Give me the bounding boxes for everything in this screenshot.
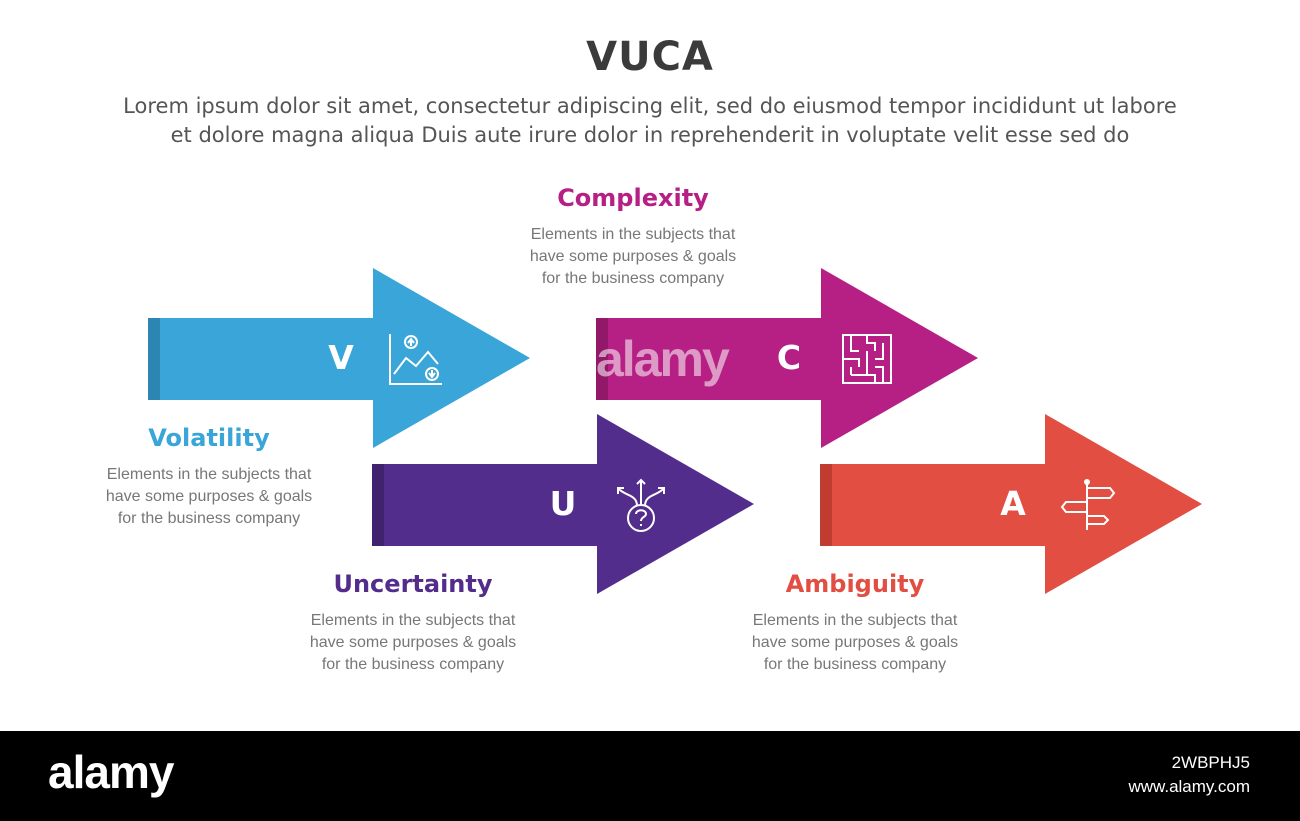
desc-line: for the business company <box>541 270 725 287</box>
arrow-complexity: C <box>596 268 978 448</box>
desc-line: have some purposes & goals <box>105 488 313 505</box>
page-subtitle: Lorem ipsum dolor sit amet, consectetur … <box>60 92 1240 150</box>
question-arrows-icon <box>617 478 665 532</box>
desc-line: Elements in the subjects that <box>752 612 958 629</box>
desc-line: Elements in the subjects that <box>310 612 516 629</box>
desc-line: have some purposes & goals <box>529 248 737 265</box>
footer-site: www.alamy.com <box>1128 777 1250 796</box>
footer-brand-logo: alamy <box>48 746 174 798</box>
footer-bar: alamy 2WBPHJ5 www.alamy.com <box>0 731 1300 821</box>
desc-complexity: Elements in the subjects that have some … <box>503 224 763 290</box>
subtitle-line-2: et dolore magna aliqua Duis aute irure d… <box>170 123 1130 147</box>
desc-line: have some purposes & goals <box>309 634 517 651</box>
desc-line: Elements in the subjects that <box>530 226 736 243</box>
footer-image-id: 2WBPHJ5 <box>1171 753 1250 772</box>
chart-up-down-icon <box>389 334 442 385</box>
arrow-letter: C <box>776 338 802 377</box>
page-title: VUCA <box>586 34 714 80</box>
arrow-ambiguity: A <box>820 414 1202 594</box>
desc-line: have some purposes & goals <box>751 634 959 651</box>
subtitle-line-1: Lorem ipsum dolor sit amet, consectetur … <box>123 94 1177 118</box>
desc-line: for the business company <box>321 656 505 673</box>
heading-complexity: Complexity <box>557 184 709 212</box>
footer-image-info: 2WBPHJ5 www.alamy.com <box>1128 751 1250 799</box>
maze-icon <box>842 334 892 384</box>
arrow-letter: A <box>1000 484 1026 523</box>
arrow-letter: V <box>328 338 354 377</box>
arrow-shape <box>820 414 1202 594</box>
desc-uncertainty: Elements in the subjects that have some … <box>283 610 543 676</box>
desc-volatility: Elements in the subjects that have some … <box>79 464 339 530</box>
heading-ambiguity: Ambiguity <box>785 570 925 598</box>
watermark: alamy <box>596 331 730 387</box>
arrow-shape <box>148 268 530 448</box>
heading-uncertainty: Uncertainty <box>333 570 493 598</box>
desc-line: Elements in the subjects that <box>106 466 312 483</box>
arrow-uncertainty: U <box>372 414 754 594</box>
arrow-volatility: V <box>148 268 530 448</box>
signpost-icon <box>1060 479 1116 530</box>
desc-line: for the business company <box>763 656 947 673</box>
desc-ambiguity: Elements in the subjects that have some … <box>725 610 985 676</box>
arrow-shape <box>596 268 978 448</box>
desc-line: for the business company <box>117 510 301 527</box>
arrow-shape <box>372 414 754 594</box>
arrow-letter: U <box>549 484 577 523</box>
heading-volatility: Volatility <box>148 424 270 452</box>
